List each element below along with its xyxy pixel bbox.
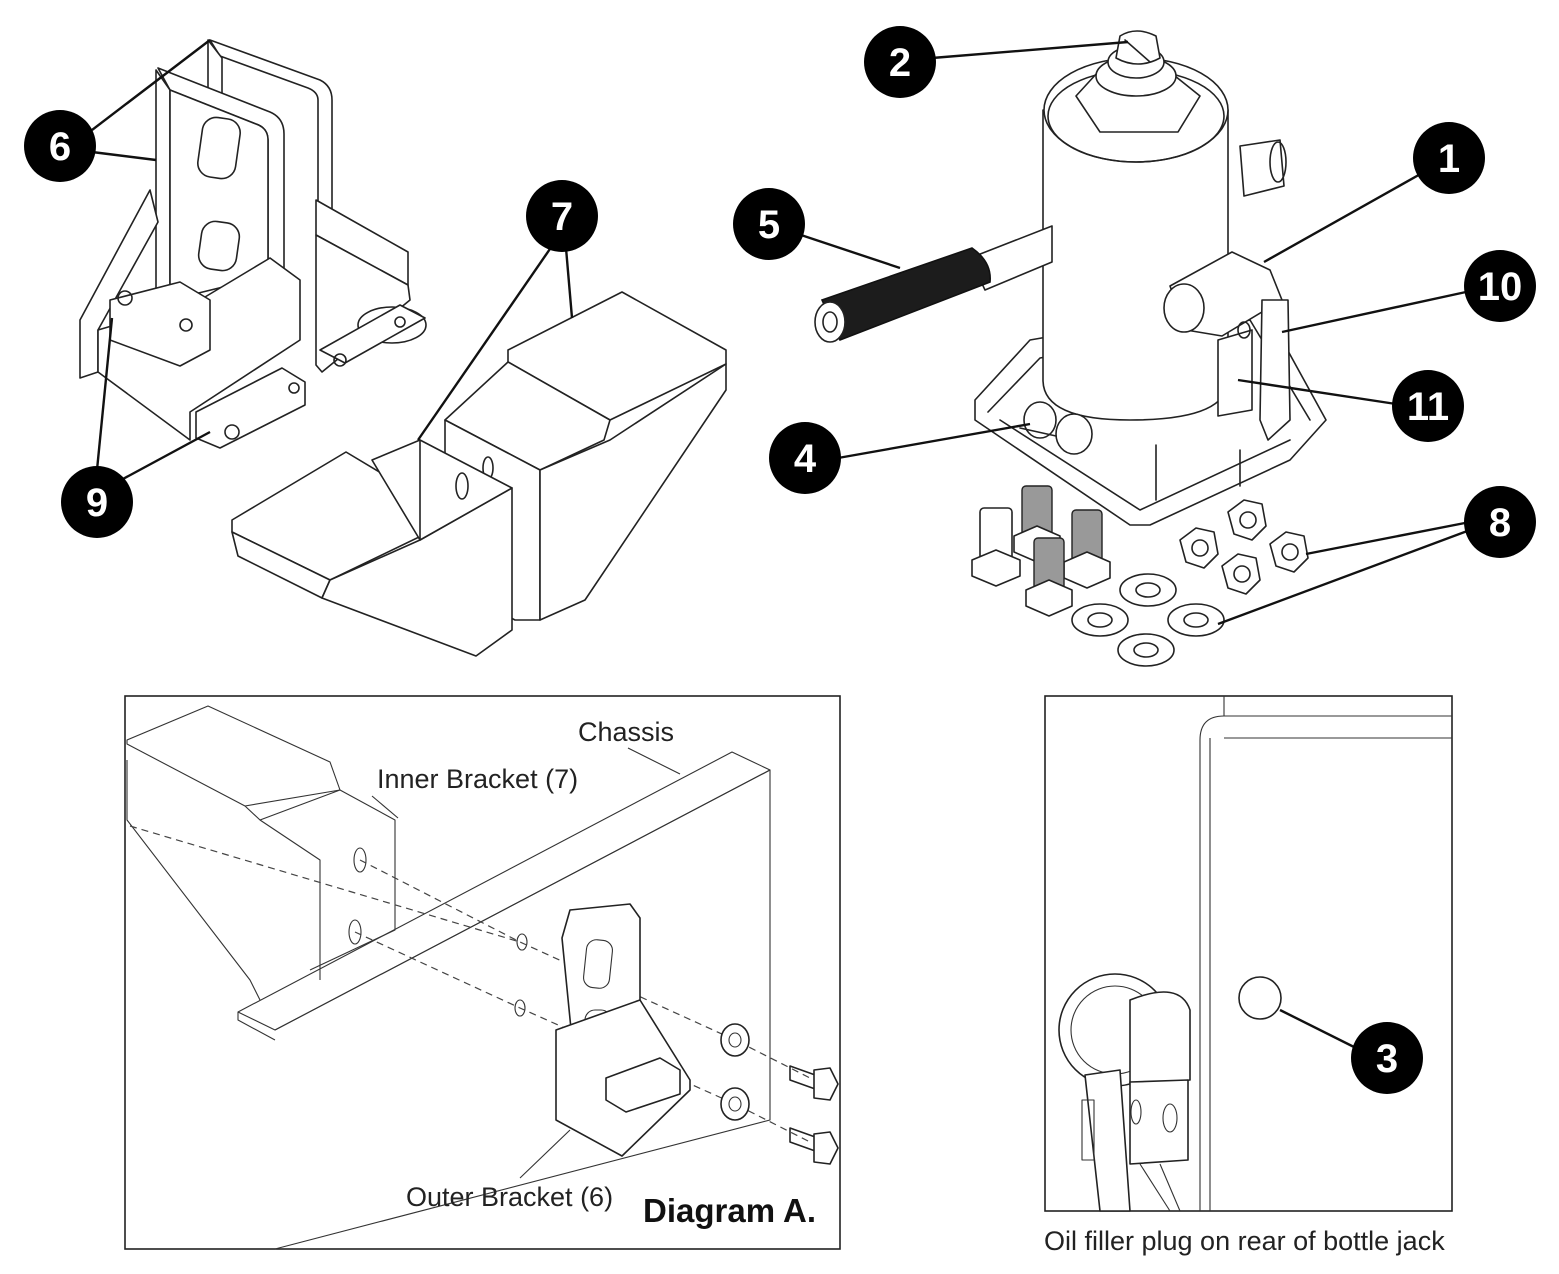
leader-lines: [91, 39, 1471, 626]
callout-8: 8: [1464, 486, 1536, 558]
inner-bracket-drawing: [231, 291, 727, 657]
bottle-jack-drawing: [814, 30, 1327, 526]
callout-1: 1: [1413, 122, 1485, 194]
callout-11: 11: [1392, 370, 1464, 442]
svg-text:11: 11: [1407, 385, 1449, 429]
outer-bracket-drawing: [79, 39, 427, 449]
svg-text:1: 1: [1438, 137, 1460, 181]
diagram-a: Chassis Inner Bracket (7) Outer Bracket …: [124, 695, 841, 1250]
outer-bracket-label: Outer Bracket (6): [406, 1182, 613, 1212]
svg-text:6: 6: [49, 125, 71, 169]
svg-text:10: 10: [1478, 265, 1523, 309]
callout-7: 7: [526, 180, 598, 252]
svg-text:9: 9: [86, 481, 108, 525]
callout-9: 9: [61, 466, 133, 538]
callout-4: 4: [769, 422, 841, 494]
svg-text:2: 2: [889, 41, 911, 85]
callout-10: 10: [1464, 250, 1536, 322]
callout-2: 2: [864, 26, 936, 98]
inset-caption: Oil filler plug on rear of bottle jack: [1044, 1226, 1445, 1256]
oil-filler-plug: [1238, 976, 1282, 1020]
svg-text:8: 8: [1489, 501, 1511, 545]
svg-text:5: 5: [758, 203, 780, 247]
callout-6: 6: [24, 110, 96, 182]
chassis-label: Chassis: [578, 717, 674, 747]
svg-text:4: 4: [794, 437, 817, 481]
hardware-drawing: [971, 485, 1309, 667]
jack-handle-grip: [820, 247, 991, 342]
svg-text:3: 3: [1376, 1037, 1398, 1081]
svg-text:7: 7: [551, 195, 573, 239]
oil-filler-inset: 3 Oil filler plug on rear of bottle jack: [1044, 695, 1453, 1256]
diagram-a-title: Diagram A.: [643, 1192, 816, 1229]
callout-3: 3: [1351, 1022, 1423, 1094]
callout-5: 5: [733, 188, 805, 260]
inner-bracket-label: Inner Bracket (7): [377, 764, 578, 794]
